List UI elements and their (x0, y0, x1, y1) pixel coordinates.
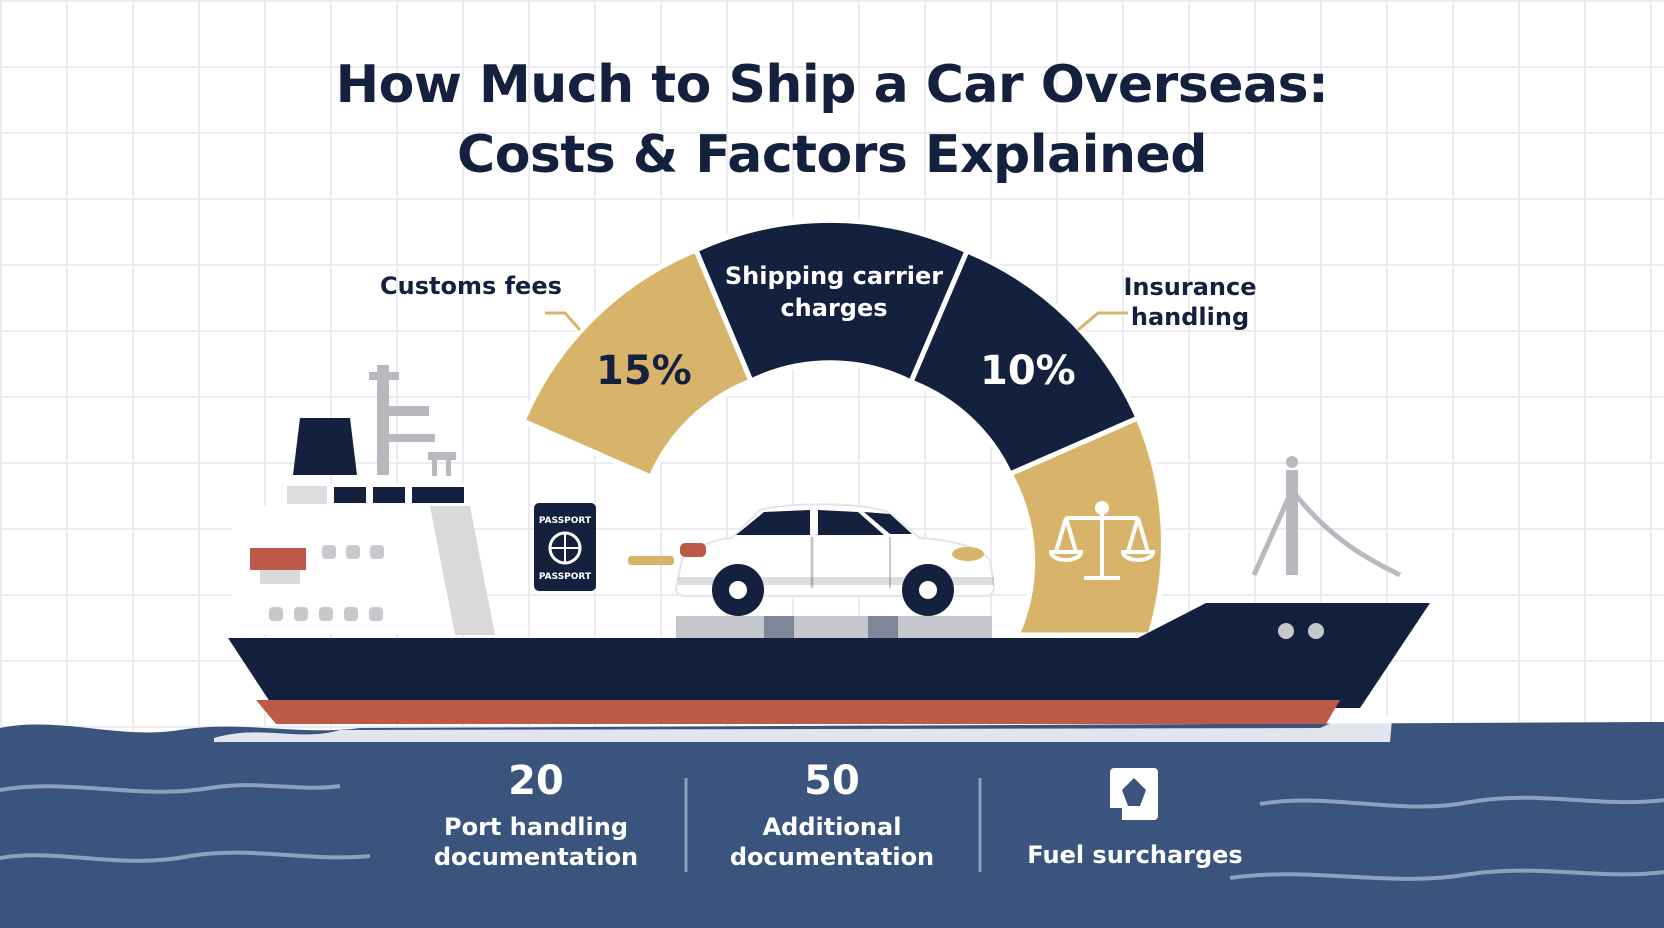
wave-line (1259, 795, 1664, 809)
carrier-label-line-2: charges (780, 294, 888, 322)
scales-icon (1048, 501, 1156, 580)
stat-label-port-handling: Port handling documentation (406, 812, 666, 872)
wave-line (0, 850, 371, 863)
bridge-window (334, 487, 366, 503)
bow-porthole (1278, 623, 1294, 639)
red-stripe (250, 548, 306, 570)
insurance-percent: 10% (980, 348, 1076, 394)
car-icon (674, 503, 996, 616)
customs-leader-line (545, 311, 582, 331)
stat-label-additional-documentation: Additional documentation (702, 812, 962, 872)
passport-bottom-text: PASSPORT (539, 572, 592, 582)
wave-line (0, 783, 341, 794)
hull-red-band (256, 700, 1340, 724)
funnel-top (302, 418, 310, 434)
stat-label-line: Fuel surcharges (1027, 841, 1243, 869)
ship-hull (228, 603, 1430, 708)
stat-label-line: documentation (729, 843, 935, 871)
stat-label-fuel-surcharges: Fuel surcharges (1010, 840, 1260, 870)
bridge-window (287, 486, 327, 504)
carrier-label-line-1: Shipping carrier (724, 262, 944, 290)
carrier-label: Shipping carrier charges (704, 260, 964, 324)
stat-value-port-handling: 20 (508, 758, 564, 804)
cost-gauge (519, 217, 1166, 638)
segment-lower-right (1006, 414, 1166, 638)
car-platform (676, 616, 992, 638)
hull-splash (214, 713, 1392, 742)
stat-label-line: Additional (762, 813, 902, 841)
platform-stripe (868, 616, 898, 638)
portholes (269, 545, 384, 621)
customs-fees-label: Customs fees (380, 272, 562, 300)
title-line-2: Costs & Factors Explained (457, 125, 1207, 185)
page-title: How Much to Ship a Car Overseas: Costs &… (0, 50, 1664, 190)
superstructure (232, 506, 490, 635)
bridge-window (412, 487, 464, 503)
mast (369, 365, 456, 476)
insurance-leader-line (1077, 311, 1128, 332)
customs-percent: 15% (596, 348, 692, 394)
title-line-1: How Much to Ship a Car Overseas: (335, 55, 1329, 115)
wave-line (1229, 868, 1664, 881)
crane (1251, 456, 1402, 578)
insurance-label: Insurance handling (1120, 272, 1260, 332)
stat-label-line: documentation (433, 843, 639, 871)
bow-porthole (1308, 623, 1324, 639)
platform-stripe (764, 616, 794, 638)
superstructure-shade (430, 506, 495, 635)
passport-top-text: PASSPORT (539, 516, 592, 526)
insurance-label-line-2: handling (1130, 303, 1250, 331)
bridge-window (373, 487, 405, 503)
stat-value-additional-documentation: 50 (804, 758, 860, 804)
motion-line (628, 556, 674, 565)
insurance-label-line-1: Insurance (1123, 273, 1257, 301)
funnel-top (316, 418, 324, 434)
fuel-icon (1110, 768, 1158, 826)
grey-stripe (260, 570, 300, 584)
stat-label-line: Port handling (443, 813, 628, 841)
passport-icon: PASSPORT PASSPORT (534, 503, 596, 591)
